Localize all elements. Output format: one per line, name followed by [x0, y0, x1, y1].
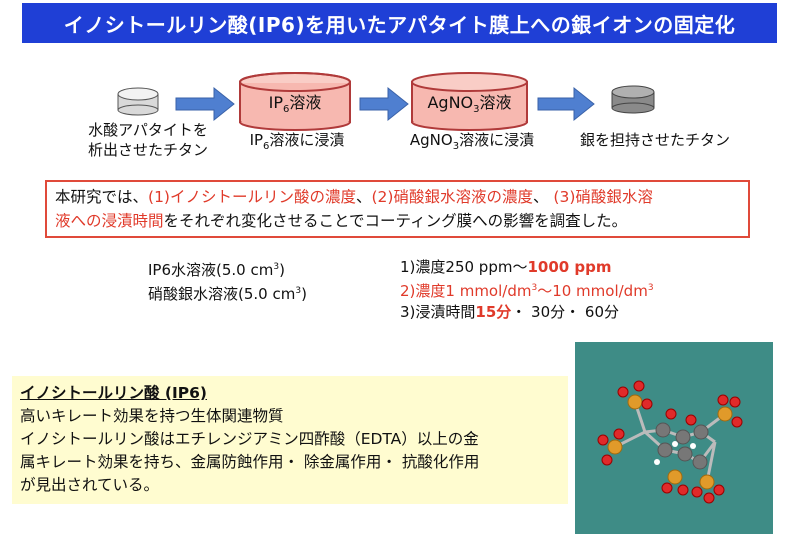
note-highlight-agno3-concentration: (2)硝酸銀水溶液の濃度	[371, 188, 533, 206]
arrow-right-3	[537, 86, 595, 122]
info-heading: イノシトールリン酸 (IP6)	[20, 384, 207, 402]
info-line-2: イノシトールリン酸はエチレンジアミン四酢酸（EDTA）以上の金	[20, 430, 479, 448]
ip6-info-box: イノシトールリン酸 (IP6) 高いキレート効果を持つ生体関連物質 イノシトール…	[12, 376, 568, 504]
beaker-ip6-label: IP6溶液	[268, 93, 322, 116]
beaker-ip6	[239, 72, 351, 131]
beaker-agno3	[411, 72, 528, 131]
titanium-disk-grey	[611, 85, 655, 114]
agno3-solution-volume: 硝酸銀水溶液(5.0 cm3)	[148, 285, 307, 303]
arrow-right-2	[359, 86, 409, 122]
process-flow-diagram	[117, 72, 655, 131]
beaker-agno3-label: AgNO3溶液	[427, 93, 512, 116]
arrow-right-1	[175, 86, 235, 122]
study-note-box: 本研究では、(1)イノシトールリン酸の濃度、(2)硝酸銀水溶液の濃度、 (3)硝…	[45, 180, 750, 238]
note-text: 本研究では、	[55, 188, 149, 206]
condition-1: 1)濃度250 ppm～1000 ppm	[400, 258, 612, 276]
step-apatite-titanium-label: 水酸アパタイトを 析出させたチタン	[87, 121, 208, 159]
condition-2: 2)濃度1 mmol/dm3～10 mmol/dm3	[400, 282, 654, 300]
page-title: イノシトールリン酸(IP6)を用いたアパタイト膜上への銀イオンの固定化	[22, 3, 777, 43]
step-silver-titanium-label: 銀を担持させたチタン	[579, 131, 730, 149]
note-highlight-ip6-concentration: (1)イノシトールリン酸の濃度	[148, 188, 356, 206]
solution-list: IP6水溶液(5.0 cm3) 硝酸銀水溶液(5.0 cm3)	[148, 257, 307, 305]
ip6-solution-volume: IP6水溶液(5.0 cm3)	[148, 261, 285, 279]
info-line-1: 高いキレート効果を持つ生体関連物質	[20, 407, 284, 425]
info-line-4: が見出されている。	[20, 476, 160, 494]
step-agno3-immersion-label: AgNO3溶液に浸漬	[409, 131, 535, 152]
step-ip6-immersion-label: IP6溶液に浸漬	[249, 131, 345, 152]
condition-3: 3)浸漬時間15分・ 30分・ 60分	[400, 303, 619, 321]
ip6-molecule-model	[597, 380, 743, 504]
condition-list: 1)濃度250 ppm～1000 ppm 2)濃度1 mmol/dm3～10 m…	[400, 257, 654, 323]
ip6-molecule-image	[575, 342, 773, 534]
titanium-disk-white	[117, 87, 159, 116]
info-line-3: 属キレート効果を持ち、金属防蝕作用・ 除金属作用・ 抗酸化作用	[20, 453, 480, 471]
note-highlight-immersion-time: (3)硝酸銀水溶	[553, 188, 653, 206]
